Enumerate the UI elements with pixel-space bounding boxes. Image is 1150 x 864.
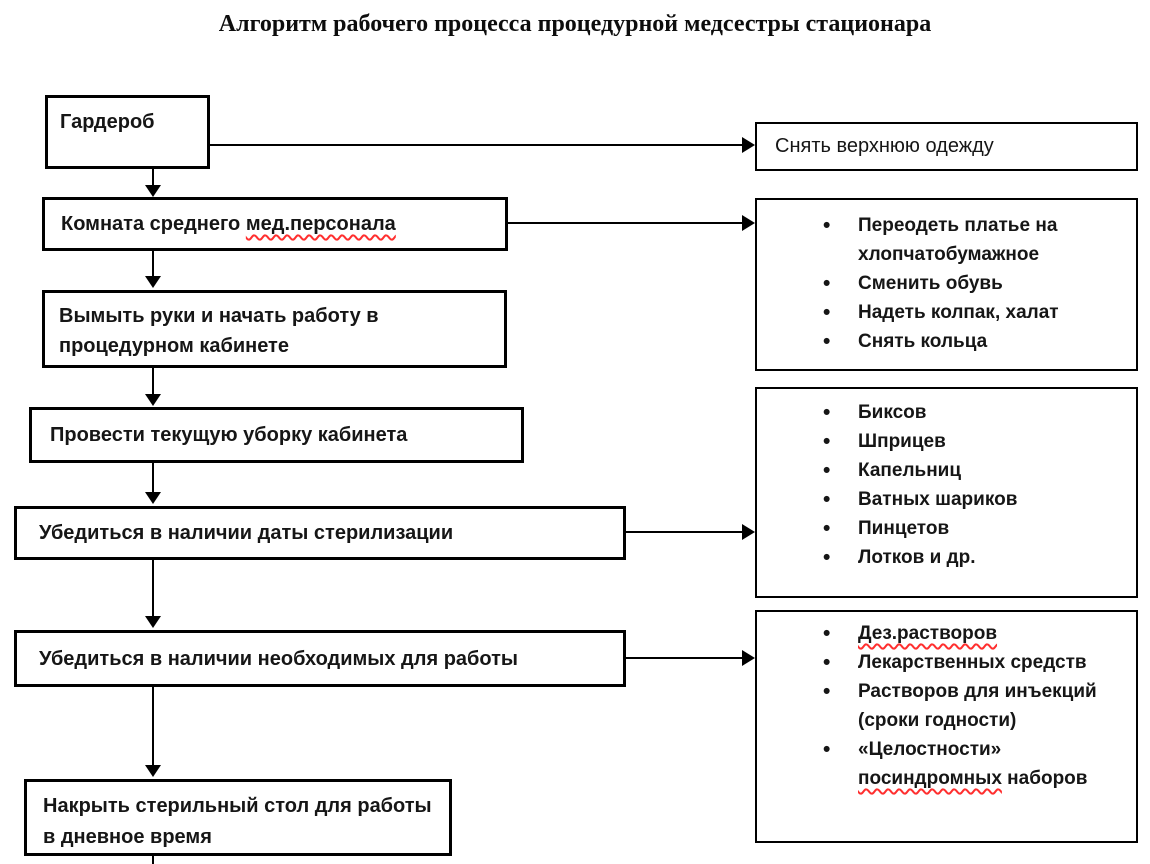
arrow-head-step4-step5 xyxy=(145,492,161,504)
list-item: Капельниц xyxy=(821,456,1128,485)
note-work-supplies-list: Дез.растворов Лекарственных средств Раст… xyxy=(755,610,1138,843)
arrow-head-sterilization-to-note3 xyxy=(742,524,755,540)
arrow-head-supplies-to-note4 xyxy=(742,650,755,666)
list-item: Сменить обувь xyxy=(821,269,1128,298)
arrow-head-step3-step4 xyxy=(145,394,161,406)
misspelled-text: посиндромных xyxy=(858,768,1002,789)
list-item-text: «Целостности» xyxy=(858,739,1002,760)
list-item-text: Капельниц xyxy=(858,460,962,481)
arrow-line-step2-step3 xyxy=(152,251,154,277)
flow-step-routine-cleaning: Провести текущую уборку кабинета xyxy=(29,407,524,463)
list-item: Переодеть платье на хлопчатобумажное xyxy=(821,211,1128,269)
misspelled-text: мед.персонала xyxy=(245,213,396,235)
flow-step-label: Накрыть стерильный стол для работы в дне… xyxy=(43,795,432,848)
flow-step-staff-room: Комната среднего мед.персонала xyxy=(42,197,508,251)
arrow-line-step6-step7 xyxy=(152,687,154,766)
list-item: «Целостности» посиндромных наборов xyxy=(821,735,1128,793)
arrow-line-wardrobe-to-note1 xyxy=(210,144,744,146)
list-item-text: Биксов xyxy=(858,402,927,423)
list-item-text: Пинцетов xyxy=(858,518,950,539)
list-item-text: Снять кольца xyxy=(858,331,988,352)
list-item: Биксов xyxy=(821,398,1128,427)
list-item: Надеть колпак, халат xyxy=(821,298,1128,327)
flow-step-check-supplies: Убедиться в наличии необходимых для рабо… xyxy=(14,630,626,687)
note-label: Снять верхнюю одежду xyxy=(775,135,994,157)
list-item: Лекарственных средств xyxy=(821,648,1128,677)
bullet-list: Биксов Шприцев Капельниц Ватных шариков … xyxy=(821,398,1128,572)
label-text: Комната среднего xyxy=(61,213,246,235)
arrow-line-step7-continuation xyxy=(152,856,154,864)
arrow-line-supplies-to-note4 xyxy=(626,657,744,659)
arrow-head-wardrobe-to-note1 xyxy=(742,137,755,153)
bullet-list: Дез.растворов Лекарственных средств Раст… xyxy=(821,619,1128,793)
arrow-head-staffroom-to-note2 xyxy=(742,215,755,231)
arrow-line-step5-step6 xyxy=(152,560,154,617)
list-item: Шприцев xyxy=(821,427,1128,456)
flow-step-wardrobe: Гардероб xyxy=(45,95,210,169)
flow-step-label: Убедиться в наличии необходимых для рабо… xyxy=(39,647,518,670)
list-item-text: наборов xyxy=(1001,768,1088,789)
list-item-text: Растворов для инъекций (сроки годности) xyxy=(858,681,1097,731)
flow-step-check-sterilization-date: Убедиться в наличии даты стерилизации xyxy=(14,506,626,560)
list-item: Ватных шариков xyxy=(821,485,1128,514)
list-item-text: Ватных шариков xyxy=(858,489,1018,510)
arrow-line-step4-step5 xyxy=(152,463,154,493)
arrow-line-step3-step4 xyxy=(152,368,154,395)
list-item: Растворов для инъекций (сроки годности) xyxy=(821,677,1128,735)
arrow-head-step1-step2 xyxy=(145,185,161,197)
list-item-text: Лекарственных средств xyxy=(858,652,1087,673)
arrow-line-sterilization-to-note3 xyxy=(626,531,744,533)
list-item-text: Сменить обувь xyxy=(858,273,1003,294)
note-remove-outerwear: Снять верхнюю одежду xyxy=(755,122,1138,171)
flow-step-label: Провести текущую уборку кабинета xyxy=(50,424,408,446)
note-sterilized-items-list: Биксов Шприцев Капельниц Ватных шариков … xyxy=(755,387,1138,598)
list-item: Дез.растворов xyxy=(821,619,1128,648)
flow-step-label: Убедиться в наличии даты стерилизации xyxy=(39,522,454,544)
flow-step-sterile-table: Накрыть стерильный стол для работы в дне… xyxy=(24,779,452,856)
arrow-head-step2-step3 xyxy=(145,276,161,288)
list-item-text: Лотков и др. xyxy=(858,547,976,568)
flow-step-label: Гардероб xyxy=(60,111,155,133)
flow-step-label: Вымыть руки и начать работу в процедурно… xyxy=(59,305,379,357)
list-item-text: Переодеть платье на хлопчатобумажное xyxy=(858,215,1058,265)
arrow-line-step1-step2 xyxy=(152,169,154,186)
list-item: Снять кольца xyxy=(821,327,1128,356)
flow-step-wash-hands: Вымыть руки и начать работу в процедурно… xyxy=(42,290,507,368)
bullet-list: Переодеть платье на хлопчатобумажное Сме… xyxy=(821,211,1128,356)
misspelled-text: Дез.растворов xyxy=(858,623,998,644)
arrow-head-step5-step6 xyxy=(145,616,161,628)
list-item-text: Шприцев xyxy=(858,431,946,452)
arrow-head-step6-step7 xyxy=(145,765,161,777)
arrow-line-staffroom-to-note2 xyxy=(508,222,744,224)
flow-step-label: Комната среднего мед.персонала xyxy=(61,209,396,239)
list-item-text: Надеть колпак, халат xyxy=(858,302,1059,323)
note-changing-clothes-list: Переодеть платье на хлопчатобумажное Сме… xyxy=(755,198,1138,371)
list-item: Пинцетов xyxy=(821,514,1128,543)
list-item: Лотков и др. xyxy=(821,543,1128,572)
page-title: Алгоритм рабочего процесса процедурной м… xyxy=(218,11,932,37)
